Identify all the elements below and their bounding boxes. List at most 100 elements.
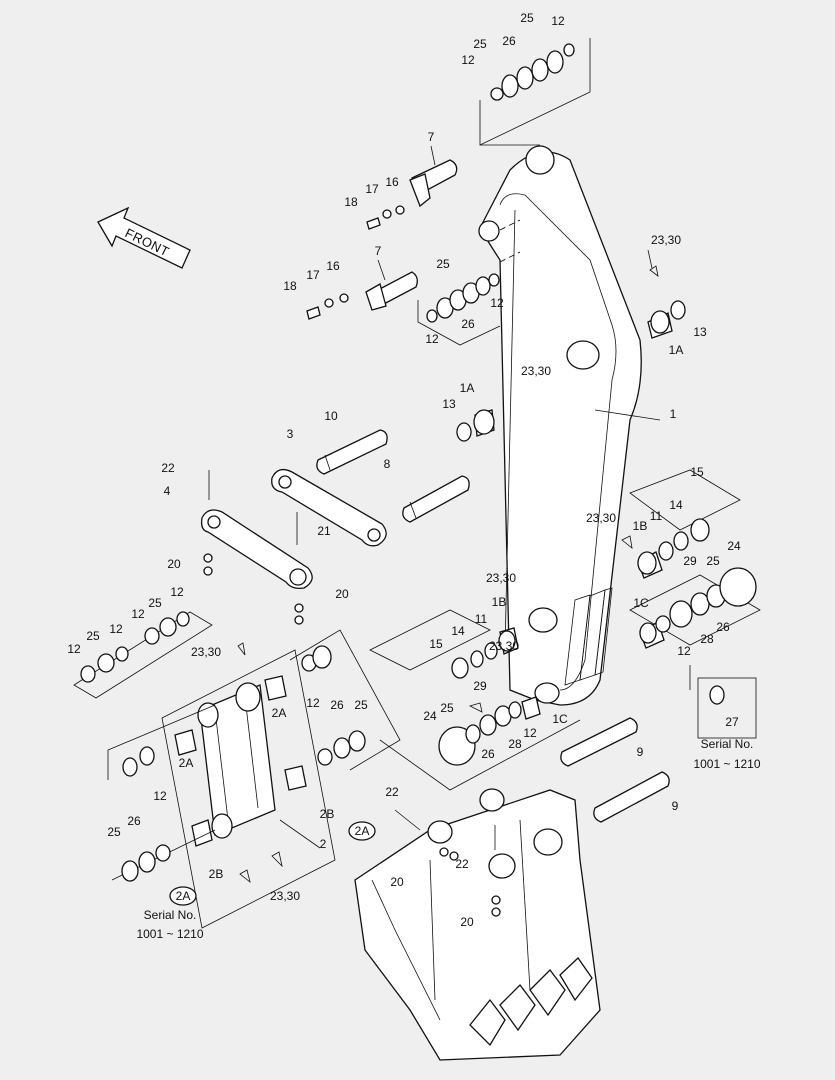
circled-label-outline — [169, 886, 197, 906]
callout-label: 26 — [502, 34, 516, 48]
callout-label: 1B — [492, 595, 507, 609]
callout-label: 9 — [637, 745, 644, 759]
callout-label: 4 — [164, 484, 171, 498]
center-lower-shim-stack — [379, 696, 581, 791]
link-3 — [271, 468, 387, 547]
mid-shim-group — [417, 273, 501, 346]
arm-body — [478, 145, 642, 706]
callout-label: 25 — [520, 11, 534, 25]
pin-8 — [402, 475, 470, 523]
callout-label: 26 — [461, 317, 475, 331]
callout-label: 24 — [423, 709, 437, 723]
front-arrow: FRONT — [97, 206, 191, 269]
callout-label: 2 — [320, 837, 327, 851]
link-right-shim-group — [289, 629, 401, 771]
callout-label: 25 — [436, 257, 450, 271]
circled-reference-labels: 2A 2A — [169, 821, 376, 906]
callout-label: 29 — [683, 554, 697, 568]
callout-label: 10 — [324, 409, 338, 423]
callout-label: 2A — [179, 756, 194, 770]
right-shim-stack-lower — [629, 567, 761, 649]
callout-label: 26 — [716, 620, 730, 634]
callout-label: 22 — [455, 857, 469, 871]
callout-label: 17 — [365, 182, 379, 196]
part-27-box — [697, 677, 757, 739]
callout-label: 12 — [109, 622, 123, 636]
callout-label: 1C — [552, 712, 568, 726]
callout-label: 22 — [161, 461, 175, 475]
callout-label: 18 — [283, 279, 297, 293]
callout-label: 12 — [425, 332, 439, 346]
callout-label: 14 — [669, 498, 683, 512]
callout-label: 25 — [107, 825, 121, 839]
callout-label: 24 — [727, 539, 741, 553]
pin-9-upper — [560, 717, 638, 767]
left-upper-shim-group — [73, 611, 213, 699]
pin-7-upper — [366, 145, 458, 230]
callout-label: 13 — [693, 325, 707, 339]
arm-tip-shim-group — [479, 38, 591, 146]
callout-label: 25 — [148, 596, 162, 610]
callout-label: 12 — [306, 696, 320, 710]
circled-label-outline — [348, 821, 376, 841]
callout-label: 2A — [272, 706, 287, 720]
leader-lines — [279, 249, 691, 849]
serial-note-title: Serial No. — [144, 908, 197, 922]
callout-label: 23,30 — [521, 364, 551, 378]
callout-label: 12 — [551, 14, 565, 28]
callout-label: 11 — [650, 509, 663, 523]
callout-label: 13 — [442, 397, 456, 411]
callout-label: 12 — [153, 789, 167, 803]
callout-label: 1A — [460, 381, 475, 395]
circled-label: 2A — [176, 889, 191, 903]
callout-label: 23,30 — [651, 233, 681, 247]
callout-label: 25 — [440, 701, 454, 715]
callout-label: 28 — [700, 632, 714, 646]
link-4 — [200, 470, 313, 625]
callout-label: 1 — [670, 407, 677, 421]
left-lower-shim-group — [107, 704, 216, 882]
callout-label: 12 — [131, 607, 145, 621]
callout-label: 3 — [287, 427, 294, 441]
callout-label: 15 — [690, 465, 704, 479]
center-shim-stack — [369, 609, 519, 679]
callout-label: 23,30 — [270, 889, 300, 903]
callout-label: 20 — [460, 915, 474, 929]
callout-label: 1B — [633, 519, 648, 533]
callout-label: 11 — [475, 612, 488, 626]
callout-label: 23,30 — [586, 511, 616, 525]
pin-10 — [316, 429, 388, 475]
callout-label: 25 — [86, 629, 100, 643]
callout-label: 17 — [306, 268, 320, 282]
callout-label: 26 — [330, 698, 344, 712]
callout-label: 21 — [317, 524, 331, 538]
callout-label: 22 — [385, 785, 399, 799]
callout-label: 12 — [490, 296, 504, 310]
callout-label: 2B — [320, 807, 335, 821]
callout-label: 8 — [384, 457, 391, 471]
callout-label: 7 — [428, 130, 435, 144]
circled-label: 2A — [355, 824, 370, 838]
callout-label: 26 — [127, 814, 141, 828]
callout-label: 12 — [67, 642, 81, 656]
serial-note-range: 1001 ~ 1210 — [693, 757, 760, 771]
callout-label: 12 — [461, 53, 475, 67]
bushing-1a-right — [647, 265, 686, 339]
serial-note-title: Serial No. — [701, 737, 754, 751]
right-shim-stack-upper — [621, 469, 741, 579]
pin-9-lower — [593, 771, 670, 823]
callout-label: 20 — [390, 875, 404, 889]
callout-label: 1A — [669, 343, 684, 357]
callout-label: 23,30 — [489, 639, 519, 653]
bucket — [354, 788, 601, 1061]
pin-7-lower — [306, 259, 418, 320]
callout-label: 25 — [354, 698, 368, 712]
callout-label: 12 — [677, 644, 691, 658]
callout-label: 20 — [335, 587, 349, 601]
bushing-1a-left — [456, 409, 495, 442]
callout-label: 1C — [633, 596, 649, 610]
callout-label: 18 — [344, 195, 358, 209]
callout-label: 27 — [725, 715, 739, 729]
